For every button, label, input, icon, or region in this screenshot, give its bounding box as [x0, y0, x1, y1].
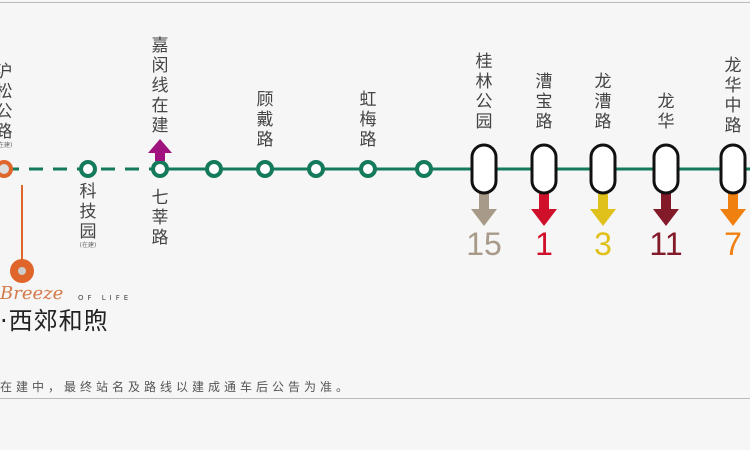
branch-label: 嘉闵线在建: [151, 36, 169, 136]
station-dot-start: [0, 160, 13, 178]
arrow-down-icon: [653, 193, 679, 226]
station-name: 科技园: [79, 182, 97, 242]
station-label-hongmei: 虹梅路: [359, 90, 377, 150]
arrow-down-icon: [590, 193, 616, 226]
bottom-divider: [0, 398, 750, 399]
transfer-station-marker: [652, 143, 680, 195]
line-number-7: 7: [724, 226, 742, 262]
transfer-station-marker: [530, 143, 558, 195]
station-name: 沪松公路: [0, 62, 13, 142]
station-dot: [205, 160, 223, 178]
transfer-label-0: 桂林公园: [475, 52, 493, 132]
transfer-station-marker: [719, 143, 747, 195]
top-divider: [0, 2, 750, 3]
station-note: (在建): [79, 242, 97, 249]
station-dot: [151, 160, 169, 178]
transfer-station-marker: [470, 143, 498, 195]
station-label-gudai: 顾戴路: [256, 90, 274, 150]
arrow-up-icon: [148, 139, 172, 161]
station-dot: [256, 160, 274, 178]
transfer-station-marker: [589, 143, 617, 195]
logo-of-life: OF LIFE: [78, 294, 133, 302]
transfer-label-3: 龙华: [657, 92, 675, 132]
station-dot: [307, 160, 325, 178]
transfer-label-2: 龙漕路: [594, 72, 612, 132]
station-dot: [79, 160, 97, 178]
station-note: (在建): [0, 142, 13, 149]
station-dot: [415, 160, 433, 178]
arrow-down-icon: [531, 193, 557, 226]
transfer-label-1: 漕宝路: [535, 72, 553, 132]
station-label-husong: 沪松公路(在建): [0, 62, 15, 150]
line-number-11: 11: [649, 226, 683, 262]
station-label-qixin: 七莘路: [151, 188, 169, 248]
station-dot: [359, 160, 377, 178]
project-location-marker-center: [18, 267, 26, 275]
transfer-label-4: 龙华中路: [724, 56, 742, 136]
footnote: 在建中，最终站名及路线以建成通车后公告为准。: [0, 380, 353, 394]
arrow-down-icon: [720, 193, 746, 226]
line-number-15: 15: [466, 226, 502, 262]
logo-script: Breeze: [0, 283, 64, 304]
arrow-down-icon: [471, 193, 497, 226]
station-label-kejiyuan: 科技园(在建): [77, 182, 99, 250]
logo-name: ·西郊和煦: [0, 307, 109, 335]
line-number-1: 1: [535, 226, 553, 262]
line-number-3: 3: [594, 226, 612, 262]
